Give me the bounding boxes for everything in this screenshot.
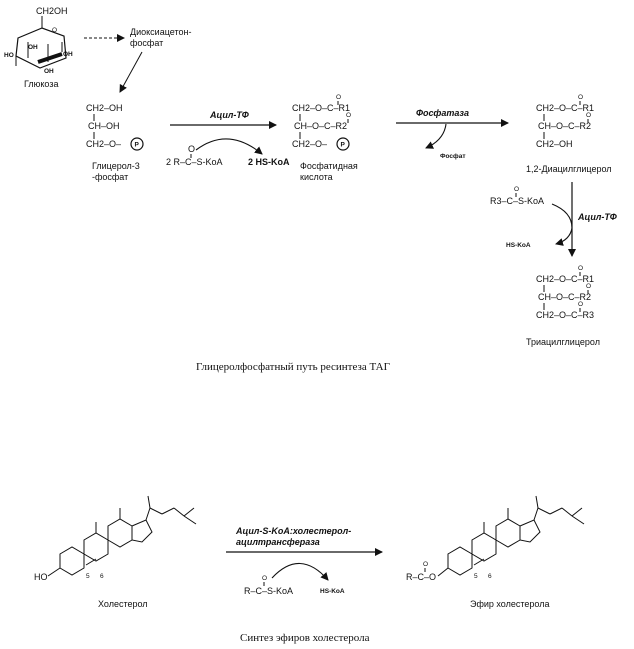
step4-substrate: R–C–S-KoA: [244, 586, 293, 596]
dag-name: 1,2-Диацилглицерол: [526, 164, 612, 174]
g3p-name-1: Глицерол-3: [92, 161, 140, 171]
svg-text:O: O: [578, 94, 583, 101]
pa-row-3: CH2–O–: [292, 139, 327, 149]
step3-released: HS-KoA: [506, 242, 531, 249]
step3-enzyme: Ацил-ТФ: [577, 212, 617, 222]
pa-name-2: кислота: [300, 172, 333, 182]
tag-row-3: CH2–O–C–R3: [536, 310, 594, 320]
glucose-label: Глюкоза: [24, 79, 58, 89]
svg-text:O: O: [336, 94, 341, 101]
g3p-phosphate: P: [135, 142, 140, 149]
step3-acyl-transferase: Ацил-ТФ O R3–C–S-KoA HS-KoA: [490, 182, 617, 257]
dhap-line1: Диоксиацетон-: [130, 27, 191, 37]
caption-tag-pathway: Глицеролфосфатный путь ресинтеза ТАГ: [196, 361, 390, 373]
step1-carbonyl-o: O: [188, 144, 195, 154]
tag-name: Триацилглицерол: [526, 337, 600, 347]
svg-text:O: O: [514, 186, 519, 193]
svg-text:O: O: [262, 575, 267, 582]
step2-released: Фосфат: [440, 153, 466, 160]
glycerol-3-phosphate: CH2–OH CH–OH CH2–O– P Глицерол-3 -фосфат: [86, 103, 144, 182]
step4-released: HS-KoA: [320, 588, 345, 595]
step2-phosphatase: Фосфатаза Фосфат: [396, 108, 509, 160]
pa-row-1: CH2–O–C–R1: [292, 103, 350, 113]
glucose-ch2oh: CH2OH: [36, 6, 68, 16]
step3-substrate: R3–C–S-KoA: [490, 196, 544, 206]
tag-row-2: CH–O–C–R2: [538, 292, 591, 302]
ester-name: Эфир холестерола: [470, 599, 549, 609]
cholesterol-ho: HO: [34, 572, 48, 582]
step1-enzyme: Ацил-ТФ: [209, 110, 249, 120]
glucose-oh-3: OH: [63, 51, 73, 58]
dhap-arrow: [119, 51, 143, 93]
glucose-oh-4: OH: [44, 68, 54, 75]
g3p-row-1: CH2–OH: [86, 103, 123, 113]
svg-text:O: O: [578, 265, 583, 272]
dag-row-3: CH2–OH: [536, 139, 573, 149]
step1-acyl-transferase: Ацил-ТФ O 2 R–C–S-KoA 2 HS-KoA: [166, 110, 290, 167]
svg-text:O: O: [423, 561, 428, 568]
tag-row-1: CH2–O–C–R1: [536, 274, 594, 284]
glucose-oh-1: OH: [28, 44, 38, 51]
diacylglycerol: O CH2–O–C–R1 O CH–O–C–R2 CH2–OH 1,2-Диац…: [526, 94, 612, 174]
dag-row-1: CH2–O–C–R1: [536, 103, 594, 113]
glucose-structure: O CH2OH OH HO OH OH Глюкоза: [4, 6, 73, 89]
step4-enzyme-2: ацилтрансфераза: [236, 537, 320, 547]
pa-phosphate: P: [341, 142, 346, 149]
ester-prefix: R–C–O: [406, 572, 436, 582]
step2-enzyme: Фосфатаза: [416, 108, 469, 118]
triacylglycerol: O CH2–O–C–R1 O CH–O–C–R2 O CH2–O–C–R3 Тр…: [526, 265, 600, 347]
g3p-name-2: -фосфат: [92, 172, 128, 182]
ester-pos5: 5: [474, 573, 478, 580]
cholesterol-pos5: 5: [86, 573, 90, 580]
step1-product: 2 HS-KoA: [248, 157, 290, 167]
svg-text:O: O: [586, 112, 591, 119]
cholesterol-pos6: 6: [100, 573, 104, 580]
dag-row-2: CH–O–C–R2: [538, 121, 591, 131]
dhap-line2: фосфат: [130, 38, 163, 48]
pa-name-1: Фосфатидная: [300, 161, 358, 171]
step4-enzyme-1: Ацил-S-KoA:холестерол-: [235, 526, 351, 536]
cholesterol-ester-structure: [437, 495, 585, 577]
svg-text:O: O: [586, 283, 591, 290]
phosphatidic-acid: O CH2–O–C–R1 O CH–O–C–R2 CH2–O– P Фосфат…: [292, 94, 358, 182]
g3p-row-3: CH2–O–: [86, 139, 121, 149]
glucose-oh-2: HO: [4, 52, 14, 59]
step4-acat: Ацил-S-KoA:холестерол- ацилтрансфераза O…: [226, 526, 383, 596]
svg-text:O: O: [578, 301, 583, 308]
svg-text:O: O: [52, 27, 57, 34]
g3p-row-2: CH–OH: [88, 121, 120, 131]
svg-text:O: O: [346, 112, 351, 119]
step1-substrate: 2 R–C–S-KoA: [166, 157, 223, 167]
caption-cholesterol-esters: Синтез эфиров холестерола: [240, 632, 370, 644]
pa-row-2: CH–O–C–R2: [294, 121, 347, 131]
cholesterol-name: Холестерол: [98, 599, 148, 609]
cholesterol-structure: [47, 495, 197, 577]
ester-pos6: 6: [488, 573, 492, 580]
